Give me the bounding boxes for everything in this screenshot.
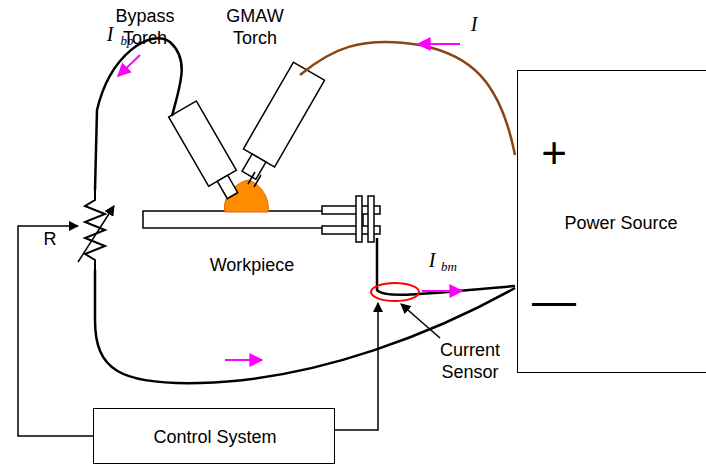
current-subscript: bp <box>121 33 134 49</box>
variable-arrow <box>78 206 114 262</box>
sensor-leader <box>401 304 440 338</box>
part-label: Current Sensor <box>430 340 510 383</box>
ground-clamp <box>322 196 380 242</box>
gmaw-torch <box>242 62 325 187</box>
sensor-wire <box>335 303 378 430</box>
current-symbol: I <box>471 12 478 36</box>
current-sensor-ring <box>371 283 419 301</box>
torch-label: Bypass Torch <box>105 6 185 49</box>
current-symbol: I <box>107 22 114 46</box>
power-source-box: + Power Source — <box>517 70 706 373</box>
current-arrow <box>225 359 262 361</box>
polarity-sign: — <box>532 276 576 327</box>
part-label: Workpiece <box>210 255 295 277</box>
resistor-label: R <box>44 229 57 251</box>
box-label: Control System <box>153 427 276 448</box>
torch-label: GMAW Torch <box>215 6 295 49</box>
current-symbol: I <box>429 248 436 272</box>
current-arrow <box>422 290 462 292</box>
box-label: Power Source <box>564 213 677 234</box>
control-wire <box>18 226 93 436</box>
polarity-sign: + <box>541 128 567 179</box>
bypass-cable <box>95 38 182 190</box>
workpiece-cable <box>377 238 515 295</box>
control-box: Control System <box>93 408 335 464</box>
current-arrow <box>118 55 140 76</box>
resistor-symbol <box>85 190 105 270</box>
gmaw-cable <box>300 42 515 155</box>
current-subscript: bm <box>441 259 457 275</box>
bypass-torch <box>169 101 238 199</box>
return-cable <box>95 270 515 383</box>
current-arrow <box>418 43 460 45</box>
